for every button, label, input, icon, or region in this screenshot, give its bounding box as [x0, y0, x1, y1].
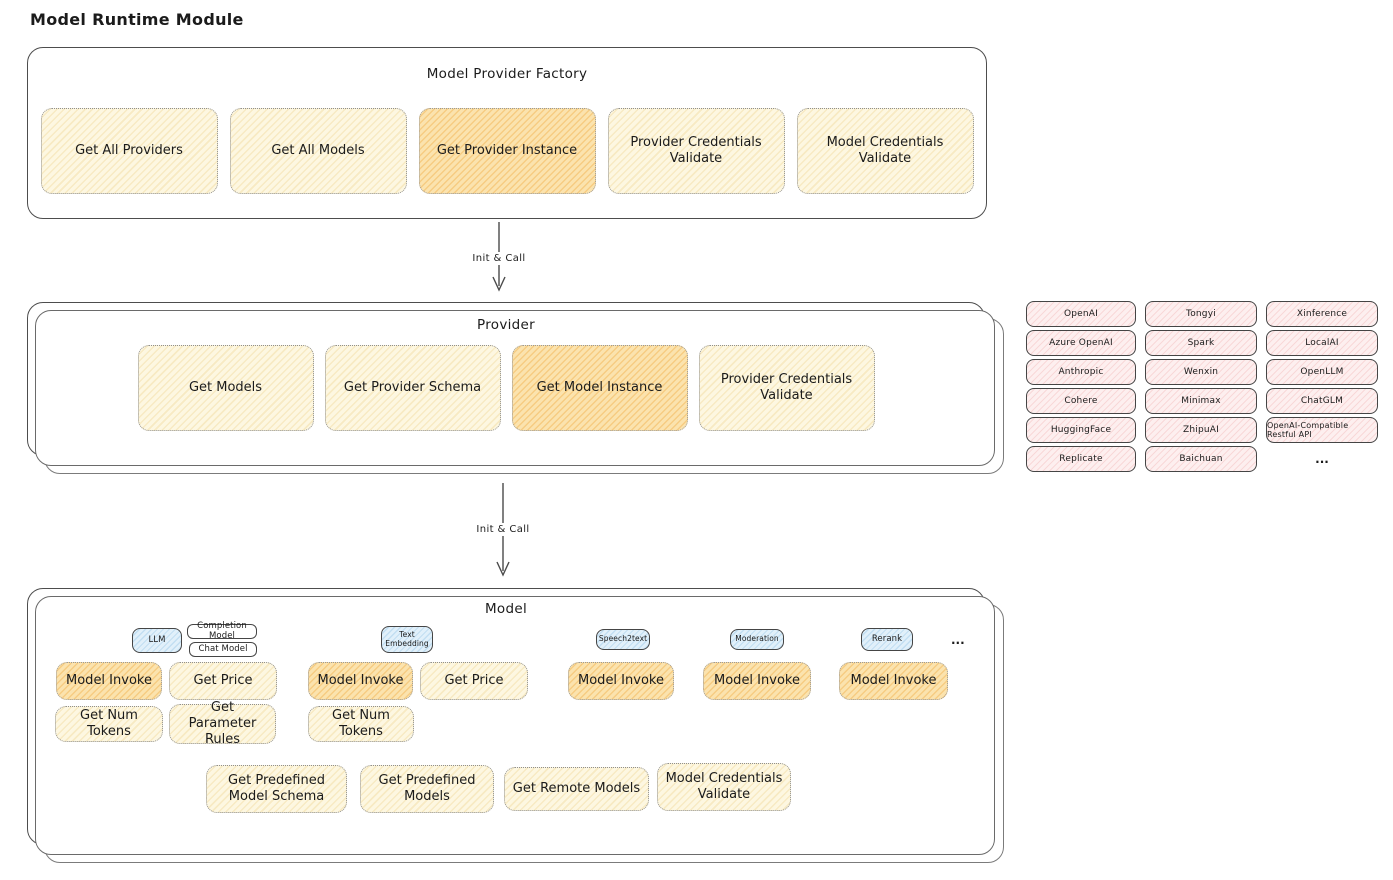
provider-chip-huggingface: HuggingFace — [1026, 417, 1136, 443]
provider-ops-row: Get Models Get Provider Schema Get Model… — [28, 345, 984, 431]
provider-chip-minimax: Minimax — [1145, 388, 1257, 414]
provider-chip-openai: OpenAI — [1026, 301, 1136, 327]
model-op-rerank-model-invoke: Model Invoke — [839, 662, 948, 700]
page-title: Model Runtime Module — [30, 10, 244, 29]
provider-op-provider-credentials-validate: Provider Credentials Validate — [698, 345, 875, 431]
tab-llm: LLM — [132, 628, 182, 653]
tab-chat-model: Chat Model — [189, 642, 257, 657]
model-op-moderation-model-invoke: Model Invoke — [703, 662, 811, 700]
factory-op-get-all-providers: Get All Providers — [40, 108, 218, 194]
provider-op-get-provider-schema: Get Provider Schema — [324, 345, 501, 431]
provider-op-get-models: Get Models — [137, 345, 314, 431]
provider-chip-replicate: Replicate — [1026, 446, 1136, 472]
provider-chip-spark: Spark — [1145, 330, 1257, 356]
provider-chip-openai-compatible-restful-api: OpenAI-Compatible Restful API — [1266, 417, 1378, 443]
model-op-llm-model-invoke: Model Invoke — [56, 662, 162, 700]
arrow-label-init-call-2: Init & Call — [472, 523, 534, 536]
provider-chip-cohere: Cohere — [1026, 388, 1136, 414]
arrow-factory-to-provider: Init & Call — [468, 222, 530, 295]
arrow-provider-to-model: Init & Call — [472, 483, 534, 580]
model-op-model-credentials-validate: Model Credentials Validate — [657, 763, 791, 811]
model-op-llm-get-num-tokens: Get Num Tokens — [55, 706, 163, 742]
model-op-embedding-model-invoke: Model Invoke — [308, 662, 413, 700]
tab-speech2text: Speech2text — [596, 629, 650, 650]
provider-op-get-model-instance: Get Model Instance — [511, 345, 688, 431]
provider-chip-wenxin: Wenxin — [1145, 359, 1257, 385]
model-op-speech2text-model-invoke: Model Invoke — [568, 662, 674, 700]
provider-chip-xinference: Xinference — [1266, 301, 1378, 327]
provider-chip-chatglm: ChatGLM — [1266, 388, 1378, 414]
provider-chip-localai: LocalAI — [1266, 330, 1378, 356]
model-provider-factory-container: Model Provider Factory Get All Providers… — [27, 47, 987, 219]
provider-chip-openllm: OpenLLM — [1266, 359, 1378, 385]
factory-op-model-credentials-validate: Model Credentials Validate — [796, 108, 974, 194]
provider-chip-baichuan: Baichuan — [1145, 446, 1257, 472]
model-op-get-remote-models: Get Remote Models — [504, 767, 649, 811]
model-container: Model LLM Completion Model Chat Model Te… — [27, 588, 985, 845]
factory-op-provider-credentials-validate: Provider Credentials Validate — [607, 108, 785, 194]
providers-more-ellipsis: ... — [1315, 452, 1329, 466]
provider-chip-zhipuai: ZhipuAI — [1145, 417, 1257, 443]
provider-container: Provider Get Models Get Provider Schema … — [27, 302, 985, 456]
factory-title: Model Provider Factory — [426, 66, 588, 82]
model-op-get-predefined-models: Get Predefined Models — [360, 765, 494, 813]
tabs-more-ellipsis: ... — [951, 633, 965, 647]
provider-chip-azure-openai: Azure OpenAI — [1026, 330, 1136, 356]
factory-op-get-all-models: Get All Models — [229, 108, 407, 194]
model-op-get-predefined-model-schema: Get Predefined Model Schema — [206, 765, 347, 813]
model-op-llm-get-price: Get Price — [169, 662, 277, 700]
providers-grid: OpenAI Tongyi Xinference Azure OpenAI Sp… — [1026, 301, 1378, 472]
provider-chip-tongyi: Tongyi — [1145, 301, 1257, 327]
tab-text-embedding: Text Embedding — [381, 626, 433, 653]
provider-chip-anthropic: Anthropic — [1026, 359, 1136, 385]
arrow-label-init-call-1: Init & Call — [468, 252, 530, 265]
tab-rerank: Rerank — [861, 628, 913, 651]
tab-completion-model: Completion Model — [187, 621, 257, 640]
model-op-embedding-get-num-tokens: Get Num Tokens — [308, 706, 414, 742]
model-op-llm-get-parameter-rules: Get Parameter Rules — [169, 700, 276, 747]
factory-ops-row: Get All Providers Get All Models Get Pro… — [28, 108, 986, 194]
model-op-embedding-get-price: Get Price — [420, 662, 528, 700]
provider-title: Provider — [477, 317, 535, 333]
tab-moderation: Moderation — [730, 629, 784, 650]
model-title: Model — [484, 601, 528, 617]
factory-op-get-provider-instance: Get Provider Instance — [418, 108, 596, 194]
